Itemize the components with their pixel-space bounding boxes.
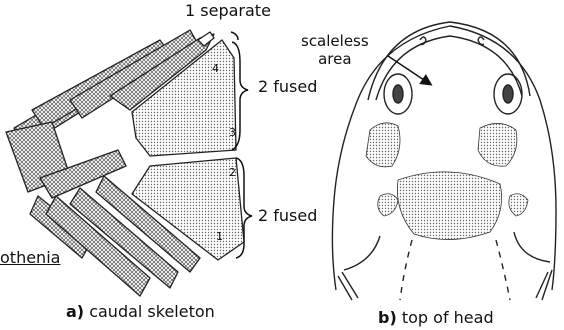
plate-number-1: 1 — [216, 230, 223, 243]
plate-number-2: 2 — [229, 166, 236, 179]
caption-a-letter: a) — [66, 302, 84, 321]
lateral-dashes-left — [400, 240, 412, 300]
label-1-separate: 1 separate — [185, 1, 271, 20]
label-genus-fragment: othenia — [0, 248, 60, 267]
brace-separate-tick — [231, 32, 238, 40]
label-2-fused-upper: 2 fused — [258, 77, 317, 96]
nostril-right — [478, 37, 484, 45]
caption-b-letter: b) — [378, 308, 397, 327]
plate-number-3: 3 — [229, 126, 236, 139]
scale-patches — [366, 123, 528, 240]
plate-number-4: 4 — [212, 62, 219, 75]
caption-b: b) top of head — [378, 308, 494, 327]
caption-a-text: caudal skeleton — [84, 302, 215, 321]
lateral-dashes-right — [496, 240, 510, 300]
label-scaleless-area: scaleless area — [301, 32, 369, 68]
eye-left-pupil — [393, 85, 403, 103]
scale-patch-lower-left — [378, 194, 398, 216]
eye-right-pupil — [503, 85, 513, 103]
opercle-left — [344, 236, 380, 270]
label-2-fused-lower: 2 fused — [258, 206, 317, 225]
pectoral-fin-left — [338, 272, 358, 300]
pectoral-fin-right — [536, 270, 552, 300]
scale-patch-middle — [397, 172, 501, 240]
scale-patch-upper-right — [478, 123, 517, 166]
caption-b-text: top of head — [397, 308, 494, 327]
scaleless-arrow — [388, 56, 430, 84]
hypural-plate-lower — [132, 158, 244, 260]
caption-a: a) caudal skeleton — [66, 302, 215, 321]
scale-patch-lower-right — [509, 194, 528, 216]
label-scaleless-line2: area — [301, 50, 369, 68]
label-scaleless-line1: scaleless — [301, 32, 369, 50]
opercle-right — [514, 232, 550, 262]
scale-patch-upper-left — [366, 123, 400, 167]
